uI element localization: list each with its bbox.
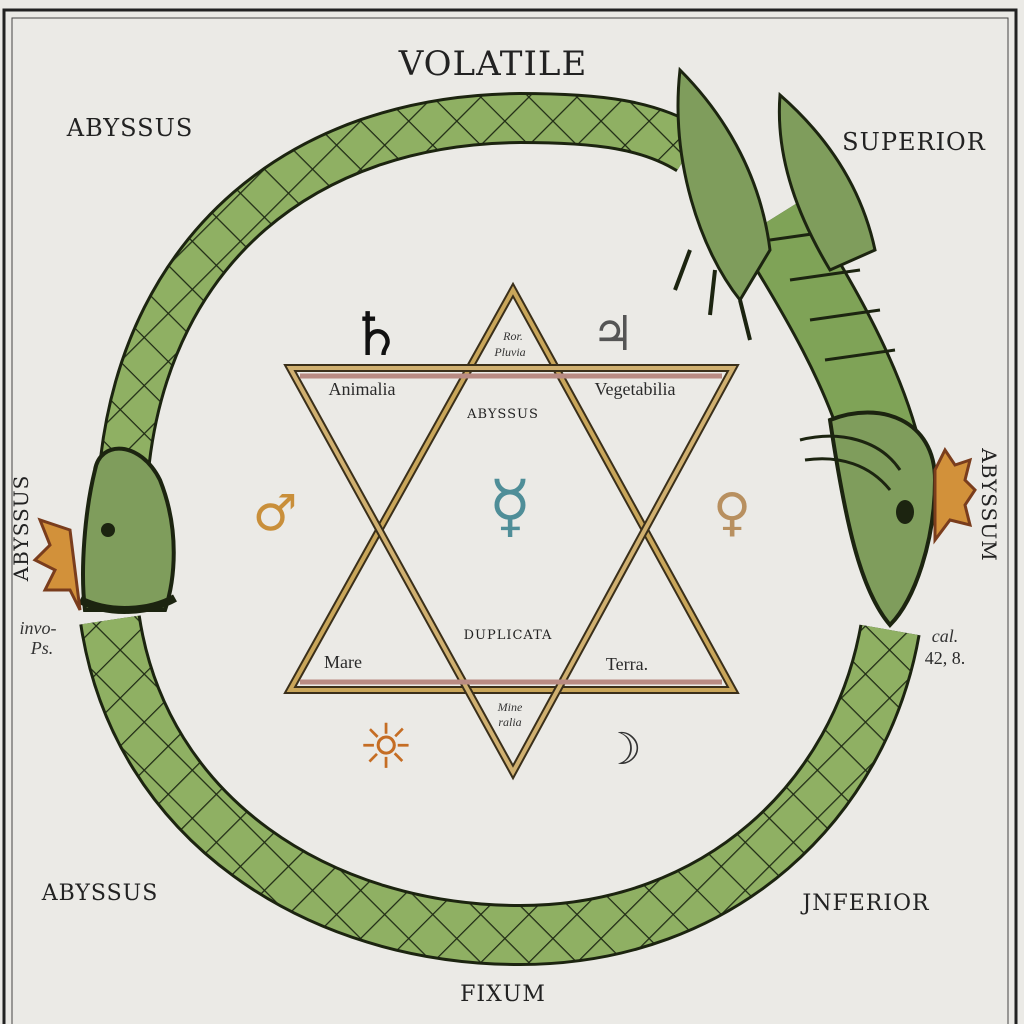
label-terra: Terra. — [606, 654, 648, 674]
venus-icon: ♀ — [713, 483, 751, 543]
label-pluvia: Pluvia — [493, 345, 525, 359]
dragon-eye — [896, 500, 914, 524]
margin-note-right-1: cal. — [932, 626, 959, 646]
serpent-eye — [101, 523, 115, 537]
frame-border — [2, 8, 1018, 1024]
label-jnferior: JNFERIOR — [800, 891, 930, 916]
jupiter-icon: ♃ — [591, 306, 634, 362]
dragon-wings — [673, 66, 877, 341]
label-abyssus-top-left: ABYSSUS — [66, 114, 194, 142]
crown-icon — [32, 517, 82, 611]
label-ror: Ror. — [502, 329, 523, 343]
hexagram — [283, 281, 740, 781]
mars-icon: ♂ — [253, 484, 298, 542]
margin-note-left-1: invo- — [20, 618, 57, 638]
label-duplicata: DUPLICATA — [464, 628, 553, 643]
margin-note-right-2: 42, 8. — [925, 648, 966, 668]
label-mare: Mare — [324, 652, 362, 672]
label-animalia: Animalia — [329, 379, 396, 399]
crown-icon — [933, 447, 977, 545]
mercury-icon: ☿ — [489, 465, 532, 547]
sun-icon: ☼ — [358, 710, 414, 783]
label-abyssus-bottom-left: ABYSSUS — [41, 881, 159, 906]
label-vegetabilia: Vegetabilia — [595, 379, 676, 399]
label-superior: SUPERIOR — [842, 128, 986, 156]
serpent-head-left — [32, 446, 177, 614]
label-fixum: FIXUM — [460, 982, 546, 1007]
label-abyssus-left-vertical: ABYSSUS — [9, 475, 33, 583]
label-mine: Mine — [497, 700, 523, 714]
label-volatile: VOLATILE — [398, 44, 588, 84]
label-abyssus-center: ABYSSUS — [466, 407, 539, 422]
moon-icon: ☽ — [602, 724, 641, 775]
margin-note-left-2: Ps. — [30, 638, 54, 658]
label-abyssum-right-vertical: ABYSSUM — [977, 447, 1001, 561]
frame-inner-border — [11, 17, 1009, 1024]
dragon-head-right — [799, 410, 977, 628]
serpent-body — [79, 91, 921, 967]
label-ralia: ralia — [498, 715, 521, 729]
saturn-icon: ♄ — [349, 300, 403, 370]
